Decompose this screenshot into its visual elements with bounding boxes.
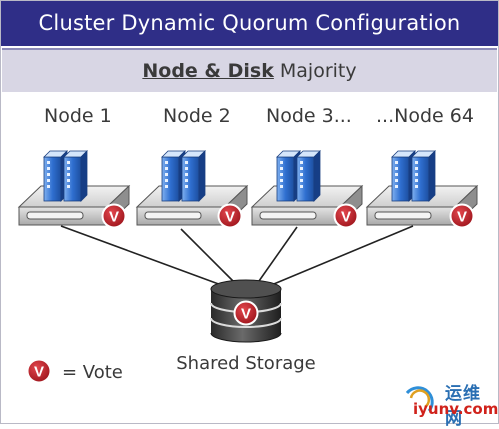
legend-vote-icon: V (26, 358, 52, 384)
watermark-logo-icon (405, 386, 434, 412)
link-node64 (268, 225, 414, 287)
node-label-2: Node 2 (163, 105, 231, 127)
vote-letter: V (225, 209, 235, 226)
legend-text: = Vote (62, 362, 123, 383)
node-label-1: Node 1 (44, 105, 112, 127)
title-bar: Cluster Dynamic Quorum Configuration (1, 1, 498, 46)
diagram-title: Cluster Dynamic Quorum Configuration (38, 11, 461, 35)
vote-badge-node-3: V (333, 203, 359, 229)
legend-letter: V (34, 364, 44, 381)
node-label-3: Node 3... (266, 105, 352, 127)
subtitle-emphasis: Node & Disk (142, 60, 274, 82)
node-label-64: ...Node 64 (376, 105, 474, 127)
link-node2 (180, 228, 234, 282)
subtitle-rest: Majority (273, 60, 357, 82)
vote-letter: V (341, 209, 351, 226)
vote-badge-node-64: V (449, 203, 475, 229)
link-node3 (258, 226, 298, 282)
subtitle: Node & Disk Majority (2, 50, 497, 92)
vote-letter: V (109, 209, 119, 226)
link-node1 (60, 225, 225, 287)
vote-letter: V (241, 306, 251, 323)
watermark-url: iyunv.com (413, 400, 499, 418)
shared-storage-label: Shared Storage (176, 353, 316, 374)
vote-letter: V (457, 209, 467, 226)
topology-diagram: V V V V V V (18, 150, 478, 412)
vote-badge-storage: V (233, 300, 259, 326)
watermark: 运维网 iyunv.com (401, 373, 498, 429)
subtitle-bar: Node & Disk Majority (2, 48, 497, 92)
vote-badge-node-2: V (217, 203, 243, 229)
vote-badge-node-1: V (101, 203, 127, 229)
